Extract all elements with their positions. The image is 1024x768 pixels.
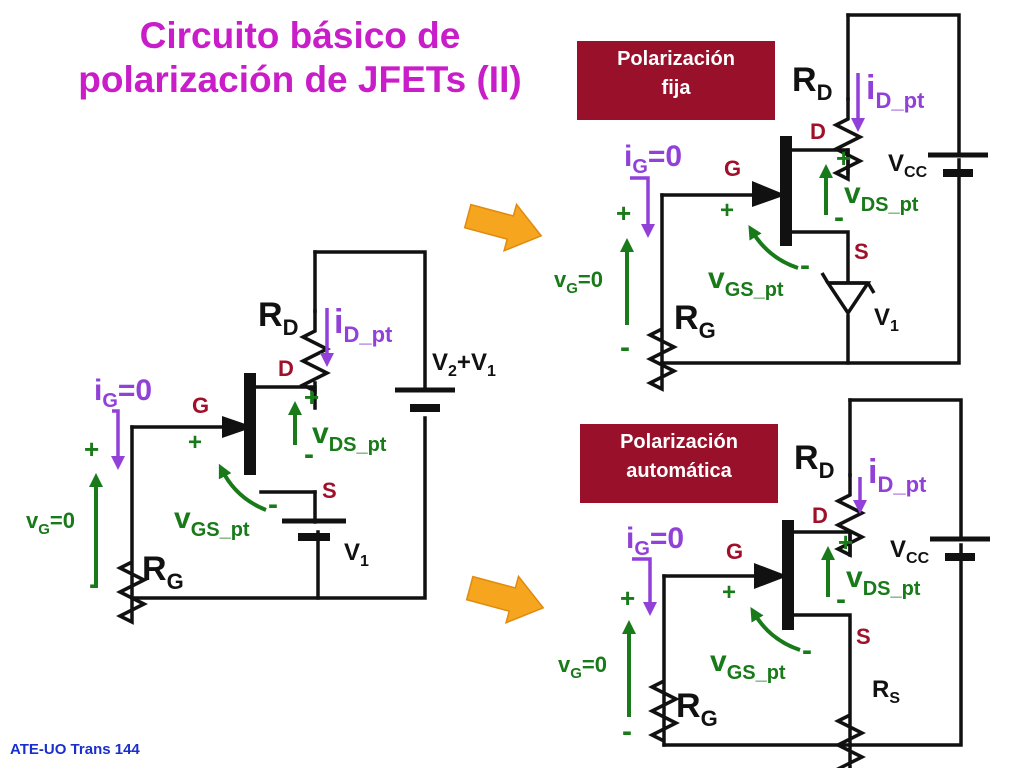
- badge-auto-line-1: Polarización: [620, 431, 738, 453]
- auto-vds-minus: -: [836, 583, 846, 616]
- auto-ig-label: iG=0: [626, 522, 684, 560]
- auto-pin-g: G: [726, 539, 743, 564]
- badge-fixed-line-2: fija: [661, 77, 691, 99]
- fixed-vgs-minus: -: [800, 249, 810, 282]
- left-v1-label: V1: [344, 539, 369, 570]
- fixed-vds-minus: -: [834, 201, 844, 234]
- auto-rs-label: RS: [872, 676, 900, 707]
- circuit-basic: iD_pt RD iG=0 + - vG=0 RG G D S + - vGS_…: [26, 250, 496, 625]
- slide-footer: ATE-UO Trans 144: [10, 741, 140, 758]
- auto-vgs-label: vGS_pt: [710, 645, 786, 684]
- title-line-1: Circuito básico de: [139, 15, 461, 56]
- left-id-label: iD_pt: [334, 303, 393, 347]
- auto-pin-d: D: [812, 503, 828, 528]
- circuit-fixed: iD_pt RD iG=0 + - vG=0 RG G D S + - vGS_…: [554, 13, 988, 392]
- fixed-vg-minus: -: [620, 331, 630, 364]
- auto-vds-label: vDS_pt: [846, 561, 921, 600]
- badge-fixed-line-1: Polarización: [617, 48, 735, 70]
- badge-self-bias: Polarización automática: [580, 424, 778, 503]
- fixed-v1-label: V1: [874, 304, 899, 335]
- left-vg-label: vG=0: [26, 508, 75, 538]
- left-vgs-minus: -: [268, 488, 278, 521]
- fixed-pin-g: G: [724, 156, 741, 181]
- left-pin-d: D: [278, 356, 294, 381]
- auto-vds-plus: +: [838, 527, 853, 557]
- fixed-vg-label: vG=0: [554, 267, 603, 297]
- auto-rg-label: RG: [676, 687, 718, 731]
- left-vgs-label: vGS_pt: [174, 502, 250, 541]
- fixed-pin-d: D: [810, 119, 826, 144]
- auto-pin-s: S: [856, 624, 871, 649]
- circuit-auto: iD_pt RD iG=0 + - vG=0 RG G D S + - vGS_…: [558, 398, 990, 768]
- left-vds-label: vDS_pt: [312, 417, 387, 456]
- auto-vg-minus: -: [622, 715, 632, 748]
- slide-title: Circuito básico de polarización de JFETs…: [20, 14, 580, 102]
- fixed-vgs-plus: +: [720, 197, 734, 224]
- left-pin-g: G: [192, 393, 209, 418]
- auto-id-label: iD_pt: [868, 453, 927, 497]
- fixed-pin-s: S: [854, 239, 869, 264]
- left-vg-plus: +: [84, 434, 99, 464]
- left-pin-s: S: [322, 478, 337, 503]
- auto-vgs-minus: -: [802, 634, 812, 667]
- fixed-vds-label: vDS_pt: [844, 177, 919, 216]
- left-vg-minus: -: [89, 568, 99, 601]
- auto-vg-label: vG=0: [558, 652, 607, 682]
- fixed-vds-plus: +: [836, 143, 851, 173]
- fixed-rg-label: RG: [674, 299, 716, 343]
- fixed-id-label: iD_pt: [866, 69, 925, 113]
- fixed-vgs-label: vGS_pt: [708, 262, 784, 301]
- left-ig-label: iG=0: [94, 374, 152, 412]
- auto-vgs-plus: +: [722, 579, 736, 606]
- fixed-ig-label: iG=0: [624, 140, 682, 178]
- auto-vcc-label: VCC: [890, 536, 930, 567]
- fixed-rd-label: RD: [792, 61, 832, 105]
- left-v2v1-label: V2+V1: [432, 349, 496, 380]
- left-vds-plus: +: [304, 382, 319, 412]
- left-vgs-plus: +: [188, 429, 202, 456]
- auto-rd-label: RD: [794, 439, 834, 483]
- left-rg-label: RG: [142, 550, 184, 594]
- arrow-to-auto-icon: [465, 574, 545, 625]
- badge-auto-line-2: automática: [626, 460, 732, 482]
- arrow-to-fixed-icon: [463, 202, 543, 253]
- fixed-vg-plus: +: [616, 198, 631, 228]
- left-vds-minus: -: [304, 438, 314, 471]
- fixed-vcc-label: VCC: [888, 150, 928, 181]
- auto-vg-plus: +: [620, 583, 635, 613]
- badge-fixed-bias: Polarización fija: [577, 41, 775, 120]
- left-rd-label: RD: [258, 296, 298, 340]
- title-line-2: polarización de JFETs (II): [78, 59, 522, 100]
